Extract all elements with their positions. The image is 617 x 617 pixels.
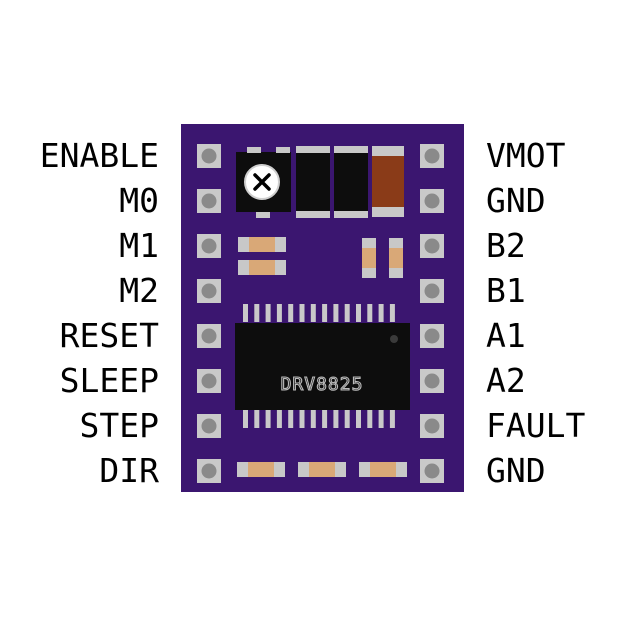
ic-pin <box>356 304 361 322</box>
potentiometer-tab-left <box>247 147 261 153</box>
ic-pin <box>322 304 328 322</box>
header-pad <box>420 414 444 438</box>
ic-pin <box>389 410 395 428</box>
left-pin-label: DIR <box>99 451 159 490</box>
header-pad <box>197 459 221 483</box>
chip-body <box>235 323 410 410</box>
header-pad <box>197 369 221 393</box>
diode-pad <box>334 146 368 153</box>
header-pad <box>197 189 221 213</box>
ic-pin <box>299 410 305 428</box>
capacitor-pad <box>372 207 404 217</box>
header-pad <box>197 144 221 168</box>
ic-pin <box>367 410 373 428</box>
right-header-pads <box>420 144 444 483</box>
ic-pin <box>389 304 395 322</box>
right-pin-label: B2 <box>486 226 526 265</box>
header-pad <box>420 189 444 213</box>
right-pin-label: GND <box>486 451 546 490</box>
ic-pin <box>378 410 384 428</box>
right-pin-label: FAULT <box>486 406 585 445</box>
drv8825-chip: DRV8825 <box>235 323 410 410</box>
right-pin-label: A2 <box>486 361 526 400</box>
left-pin-label: SLEEP <box>60 361 159 400</box>
top-components <box>296 146 404 218</box>
ic-pin <box>310 410 316 428</box>
smd-resistor <box>237 462 285 477</box>
ic-pin <box>243 304 248 322</box>
header-pad <box>420 459 444 483</box>
ic-pin <box>367 304 373 322</box>
left-pin-label: M0 <box>119 181 159 220</box>
left-pin-label: ENABLE <box>40 136 159 175</box>
capacitor-pad <box>372 146 404 156</box>
ic-pin <box>254 410 260 428</box>
diode-pad <box>296 211 330 218</box>
smd-resistors-bottom <box>237 462 407 477</box>
smd-resistor <box>238 237 286 252</box>
diode-pad <box>334 211 368 218</box>
ic-pin <box>254 304 260 322</box>
screw-cross-icon <box>253 173 271 191</box>
potentiometer-tab-right <box>276 147 290 153</box>
ic-pin <box>344 410 350 428</box>
ic-pins-bottom <box>243 410 395 428</box>
ic-pin <box>276 410 282 428</box>
smd-capacitors-vertical <box>362 238 403 278</box>
smd-capacitor <box>389 238 403 278</box>
right-pin-label: GND <box>486 181 546 220</box>
ic-pin <box>310 304 316 322</box>
diode <box>296 152 330 212</box>
right-pin-label: B1 <box>486 271 526 310</box>
potentiometer-tab-bottom <box>256 212 270 218</box>
header-pad <box>420 234 444 258</box>
potentiometer <box>236 147 291 218</box>
left-pin-label: M1 <box>119 226 159 265</box>
left-pin-label: RESET <box>60 316 159 355</box>
diode <box>334 152 368 212</box>
header-pad <box>420 369 444 393</box>
ic-pin <box>276 304 282 322</box>
header-pad <box>197 234 221 258</box>
smd-resistors-left <box>238 237 286 275</box>
ic-pin <box>333 410 339 428</box>
header-pad <box>197 414 221 438</box>
right-pin-labels: VMOT GND B2 B1 A1 A2 FAULT GND <box>486 136 585 490</box>
ic-pins-top <box>243 304 395 322</box>
smd-resistor <box>238 260 286 275</box>
ic-pin <box>243 410 248 428</box>
tantalum-capacitor <box>372 156 404 208</box>
left-pin-label: M2 <box>119 271 159 310</box>
header-pad <box>197 279 221 303</box>
smd-resistor <box>359 462 407 477</box>
left-pin-labels: ENABLE M0 M1 M2 RESET SLEEP STEP DIR <box>40 136 159 490</box>
ic-pin <box>378 304 384 322</box>
right-pin-label: A1 <box>486 316 526 355</box>
ic-pin <box>299 304 305 322</box>
right-pin-label: VMOT <box>486 136 566 175</box>
ic-pin <box>322 410 328 428</box>
header-pad <box>420 144 444 168</box>
left-pin-label: STEP <box>80 406 159 445</box>
pin1-marker-icon <box>390 335 398 343</box>
ic-pin <box>265 304 271 322</box>
header-pad <box>420 279 444 303</box>
ic-pin <box>356 410 361 428</box>
ic-pin <box>265 410 271 428</box>
ic-pin <box>288 304 294 322</box>
ic-pin <box>344 304 350 322</box>
header-pad <box>420 324 444 348</box>
chip-label: DRV8825 <box>281 374 364 395</box>
smd-capacitor <box>362 238 376 278</box>
diode-pad <box>296 146 330 153</box>
left-header-pads <box>197 144 221 483</box>
smd-resistor <box>298 462 346 477</box>
header-pad <box>197 324 221 348</box>
ic-pin <box>288 410 294 428</box>
ic-pin <box>333 304 339 322</box>
